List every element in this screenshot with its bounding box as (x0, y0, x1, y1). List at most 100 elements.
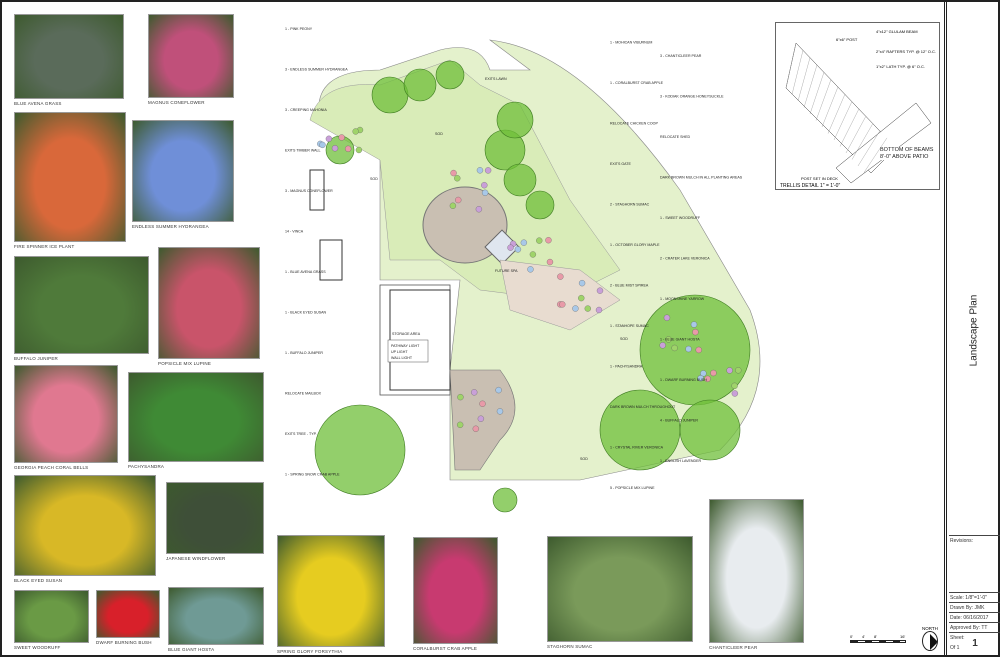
plant-callout: RELOCATE CHICKEN COOP (610, 122, 658, 126)
plant-callout: 5 - POPSICLE MIX LUPINE (610, 486, 655, 490)
plant-photo (14, 256, 149, 354)
shrub-symbol (546, 258, 554, 266)
shrub-symbol (584, 305, 591, 312)
plant-callout: 1 - DWARF BURNING BUSH (660, 378, 707, 382)
shrub-symbol (484, 167, 492, 174)
tree-symbol (503, 163, 537, 197)
sod-label-3: SOD (620, 337, 628, 341)
plant-caption: Staghorn Sumac (547, 644, 593, 649)
plant-callout: EXITS TREE - TYP. (285, 432, 317, 436)
shrub-symbol (665, 336, 672, 343)
plant-callout: EXITS GATE (610, 162, 632, 166)
shrub-symbol (731, 390, 739, 397)
shrub-symbol (596, 287, 604, 294)
shrub-symbol (471, 389, 478, 396)
plant-photo (709, 499, 804, 643)
plant-callout: 1 - MOHICAN VIBURNUM (610, 41, 652, 45)
sheet-title: Landscape Plan (968, 294, 980, 366)
north-arrow-icon: NORTH (922, 626, 938, 651)
shrub-symbol (527, 266, 534, 273)
shrub-symbol (472, 425, 479, 432)
plant-callout: 1 - SPRING SNOW CRAB APPLE (285, 473, 340, 477)
shrub-symbol (695, 346, 702, 354)
sod-label-1: SOD (435, 132, 443, 136)
drawn-by: Drawn By: JMK (949, 602, 1000, 613)
shrub-symbol (545, 237, 552, 244)
plant-caption: Dwarf Burning Bush (96, 640, 152, 645)
plant-callout: 1 - BLUE GIANT HOSTA (660, 338, 700, 342)
plant-photo (128, 372, 264, 462)
trellis-note: POST SET IN DECK (801, 176, 838, 181)
plant-callout: 1 - PINK PEONY (285, 27, 313, 31)
shrub-symbol (685, 345, 692, 353)
sod-label-4: SOD (580, 457, 588, 461)
scale-tick: 4' (862, 634, 865, 639)
plant-photo (158, 247, 260, 359)
scale: Scale: 1/8"=1'-0" (949, 592, 1000, 603)
sheet-label: Sheet: (950, 635, 965, 641)
tree-symbol (525, 190, 555, 220)
plant-caption: Chanticleer Pear (709, 645, 758, 650)
shrub-symbol (735, 367, 742, 374)
plant-photo (14, 590, 89, 643)
plant-photo (168, 587, 264, 645)
shrub-symbol (325, 135, 333, 142)
revisions: Revisions: (949, 535, 1000, 590)
trellis-drawing: 4"x12" GLULAM BEAM 6"x6" POST 2"x4" RAFT… (780, 29, 936, 189)
plant-callout: 1 - BUFFALO JUNIPER (285, 351, 323, 355)
scale-tick: 0' (850, 634, 853, 639)
shrub-symbol (578, 294, 585, 302)
approved-by: Approved By: TT (949, 622, 1000, 633)
sheet-number: 1 (972, 638, 978, 649)
trellis-note: 4"x12" GLULAM BEAM (876, 29, 918, 34)
plant-caption: Blue Avena Grass (14, 101, 62, 106)
shrub-symbol (450, 169, 457, 177)
shrub-symbol (345, 145, 352, 152)
tree-symbol (496, 101, 534, 139)
tree-symbol (679, 399, 741, 461)
front-bed (499, 259, 621, 331)
shrub-symbol (690, 321, 698, 328)
shrub-symbol (476, 167, 484, 174)
tree-symbol (403, 68, 437, 102)
plant-photo (547, 536, 693, 642)
shrub-symbol (559, 301, 566, 308)
plant-callout: 3 - ENDLESS SUMMER HYDRANGEA (285, 68, 348, 72)
tree-symbol (599, 389, 681, 471)
plant-caption: Coralburst Crab Apple (413, 646, 478, 651)
shrub-symbol (481, 182, 488, 189)
shrub-symbol (355, 146, 363, 154)
plant-callout: EXITS TIMBER WALL (285, 149, 321, 153)
shrub-symbol (449, 202, 457, 209)
shrub-symbol (457, 393, 464, 401)
shrub-symbol (671, 344, 678, 352)
trellis-note: 1"x2" LATH TYP. @ 6" O.C. (876, 64, 925, 69)
north-label: NORTH (922, 626, 938, 631)
shrub-symbol (455, 196, 462, 204)
patio (422, 186, 508, 264)
plant-callout: 1 - SWEET WOODRUFF (660, 216, 701, 220)
plant-callout: 3 - CREEPING MAHONIA (285, 108, 327, 112)
lighting-legend: PATHWAY LIGHT UP LIGHT WALL LIGHT (387, 339, 429, 363)
legend-item: PATHWAY LIGHT (391, 344, 420, 348)
shrub-symbol (331, 145, 339, 152)
shrub-symbol (704, 375, 711, 382)
shrub-symbol (520, 239, 527, 246)
shrub-symbol (659, 342, 666, 349)
spa-label: FUTURE SPA (495, 269, 518, 273)
plant-callout: 2 - BLUE MIST SPIREA (610, 284, 649, 288)
title-block: Landscape Plan Revisions: Scale: 1/8"=1'… (944, 0, 1000, 657)
chicken-coop (309, 169, 325, 211)
plant-callout: 2 - CRATER LAKE VERONICA (660, 257, 710, 261)
plant-callout: 1 - BLUE AVENA GRASS (285, 270, 326, 274)
shrub-symbol (572, 305, 579, 312)
shrub-symbol (481, 189, 489, 196)
shrub-symbol (507, 244, 514, 251)
shrub-symbol (700, 370, 707, 377)
shrub-symbol (731, 382, 738, 390)
shrub-symbol (595, 306, 603, 314)
plant-callout: 1 - STANHOPE SUMAC (610, 324, 649, 328)
plant-photo (148, 14, 234, 98)
plant-photo (14, 365, 118, 463)
